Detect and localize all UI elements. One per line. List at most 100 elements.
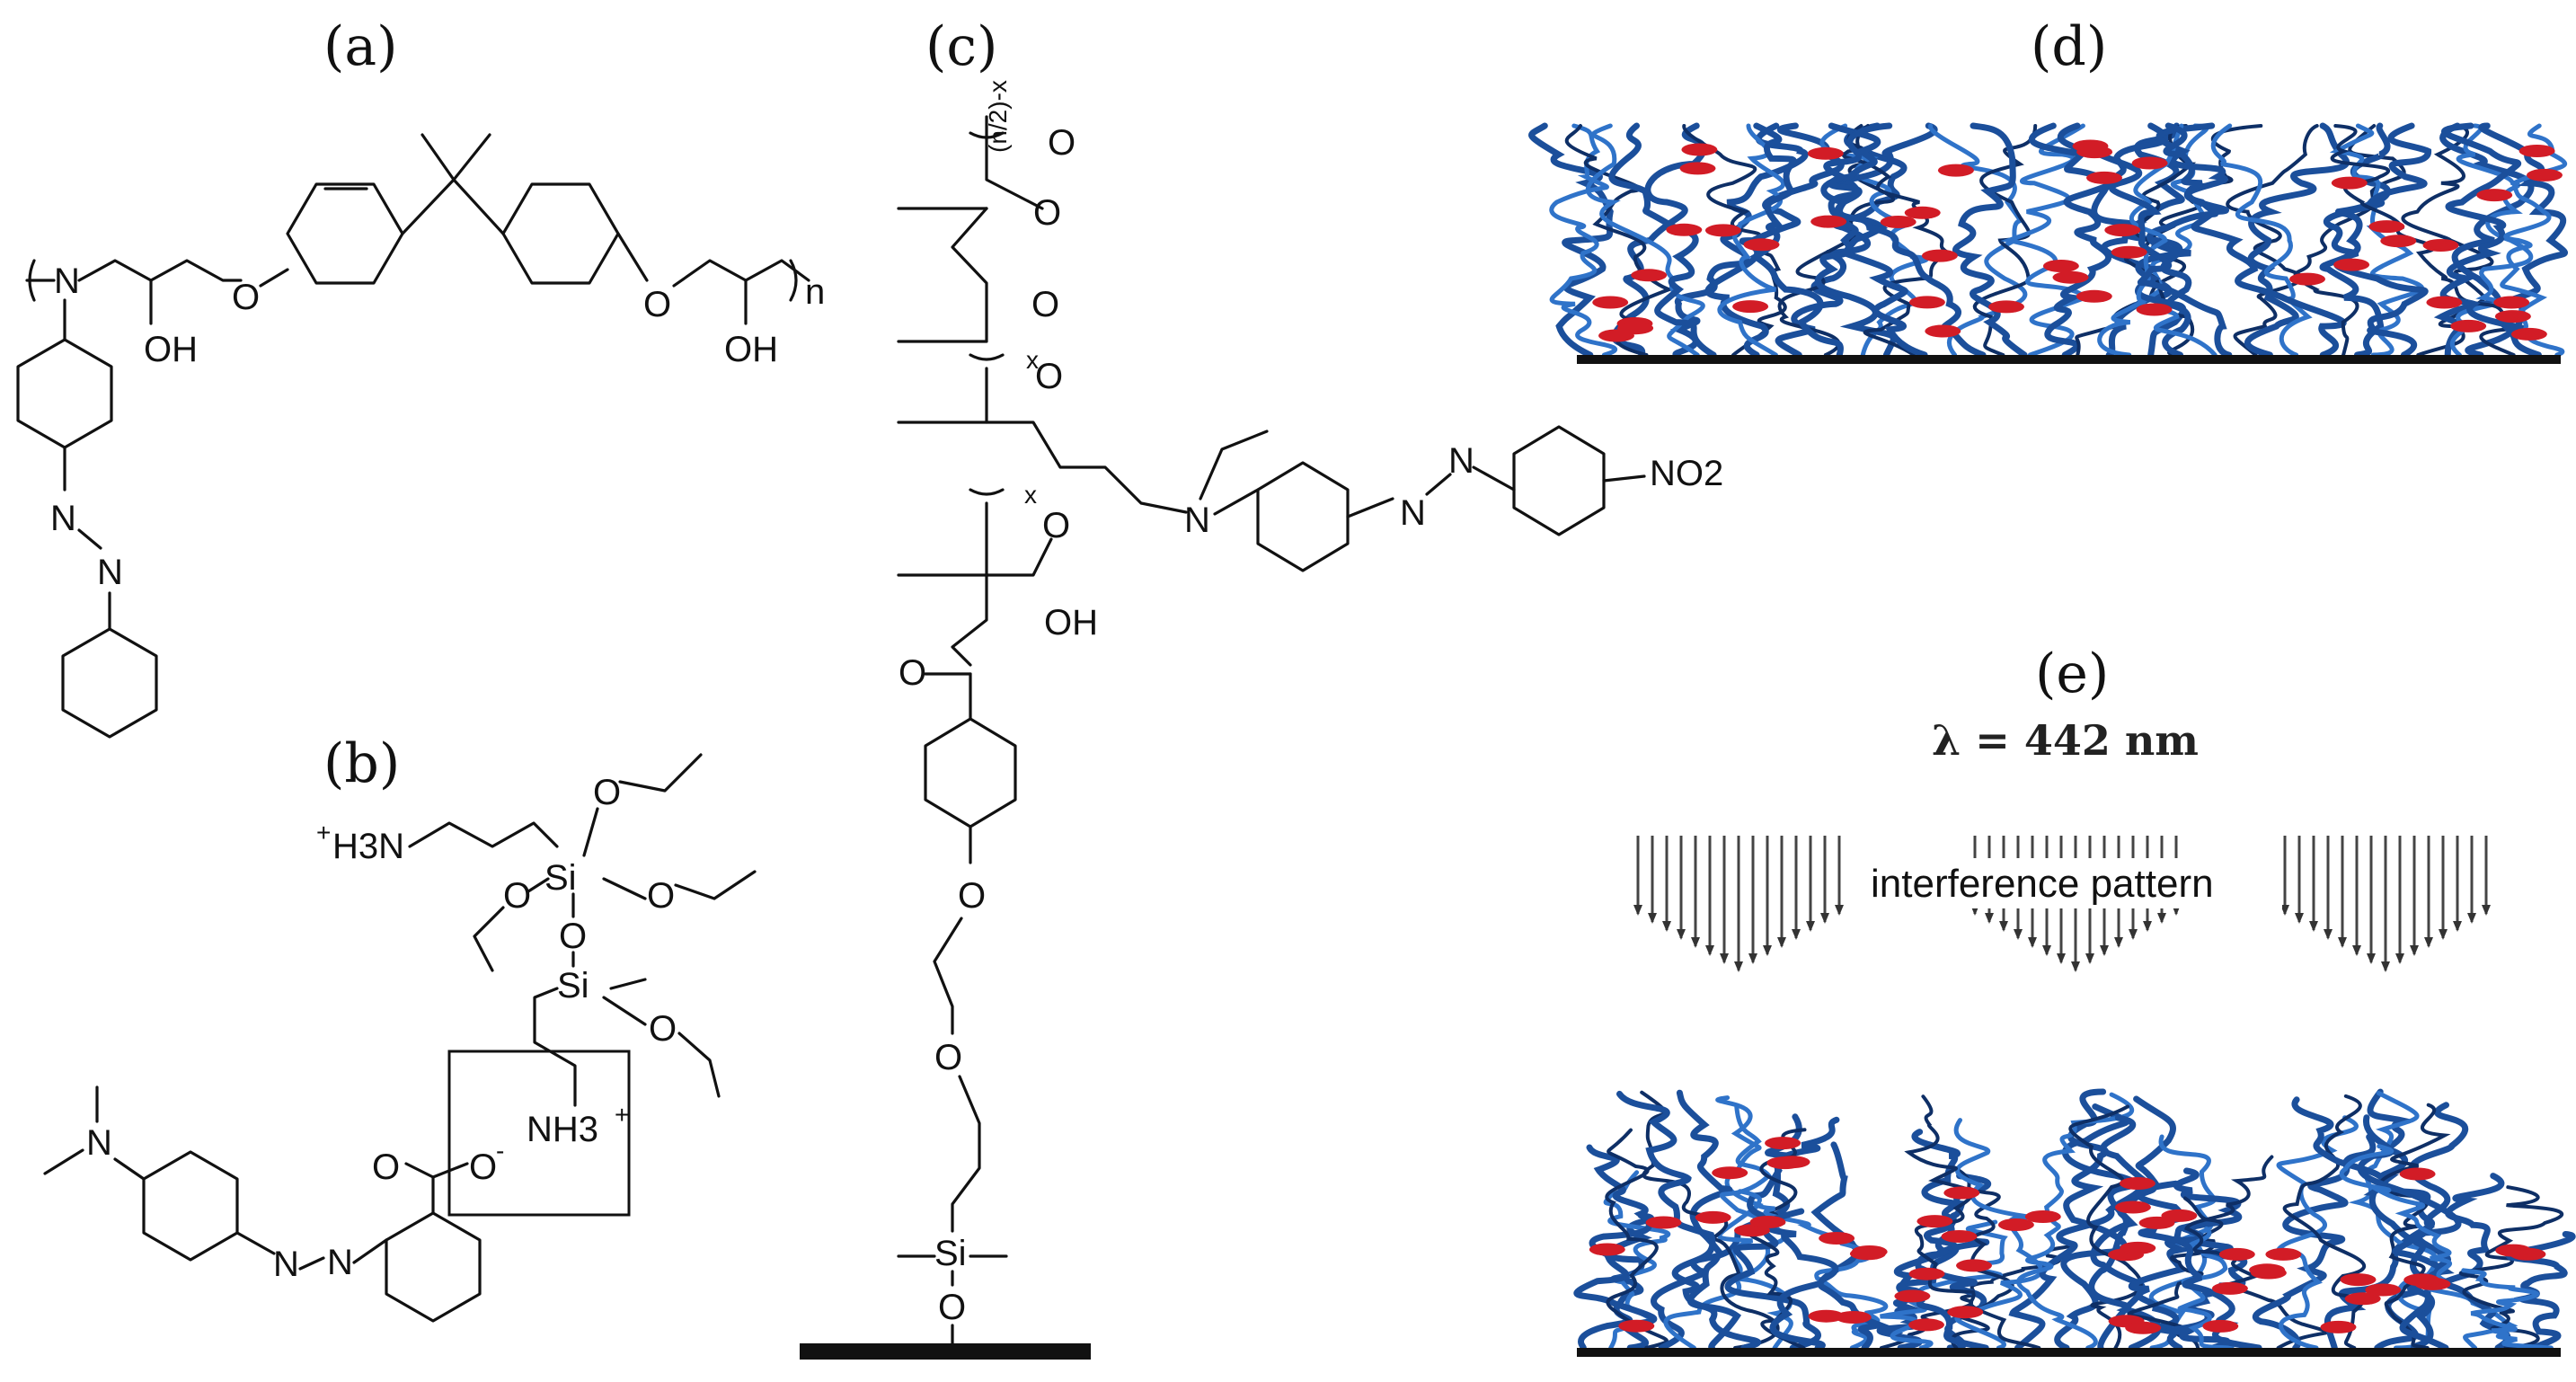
ray-arrowhead <box>2295 913 2304 924</box>
polymer-chain <box>1749 122 1844 359</box>
bond <box>1602 474 1646 483</box>
azo-dye <box>2518 145 2555 157</box>
panel-b-structure: + H3N Si O O O O Si O NH3 + N N N <box>43 753 757 1323</box>
polymer-chain <box>1893 1129 1989 1351</box>
atom-o9-c: O <box>938 1288 966 1327</box>
ray-arrowhead <box>2071 961 2080 972</box>
phenyl-c2 <box>1512 425 1606 536</box>
bond <box>420 133 456 182</box>
bond <box>298 1256 325 1271</box>
azo-dye <box>2114 1200 2151 1214</box>
atom-n-azo1: N <box>50 499 76 538</box>
azo-dye <box>1712 1166 1748 1180</box>
bond <box>582 807 599 857</box>
azo-dye <box>1617 322 1654 335</box>
azo-dyes-e <box>1589 1137 2546 1334</box>
polymer-chain <box>1842 124 1953 357</box>
azo-dye <box>2125 1321 2162 1334</box>
azo-dye <box>2211 1281 2248 1295</box>
atom-h3n: H3N <box>332 827 404 866</box>
phenyl-1 <box>286 182 404 285</box>
phenyl-b2 <box>385 1211 482 1323</box>
panel-e-illustration: λ = 442 nm interference pattern <box>1573 716 2576 1357</box>
azo-dye <box>2086 171 2122 184</box>
azo-dye <box>2104 224 2141 237</box>
atom-si1: Si <box>544 858 577 898</box>
azo-dye <box>2476 189 2513 202</box>
subscript-top: (n/2)-x <box>984 80 1012 153</box>
ethyl-e <box>677 1032 721 1098</box>
polymer-chain <box>2433 122 2535 359</box>
bond <box>897 501 988 577</box>
azo-dye <box>2380 235 2417 248</box>
azo-dye <box>2250 1266 2287 1280</box>
ray-arrowhead <box>1792 929 1801 940</box>
phenyl-4 <box>61 627 158 739</box>
atom-o7-c: O <box>958 876 986 916</box>
atom-o2: O <box>643 285 671 324</box>
bond <box>602 996 647 1026</box>
phenyl-c1 <box>1256 461 1350 572</box>
ray-arrowhead <box>1835 905 1844 916</box>
ray-arrowhead <box>2482 905 2491 916</box>
ray-arrowhead <box>2395 953 2404 964</box>
polymer-chain <box>1605 1128 1669 1350</box>
atom-n-azo2: N <box>97 553 123 592</box>
azo-dye <box>1937 164 1974 177</box>
atom-no2: NO2 <box>1650 454 1723 493</box>
azo-dye <box>1810 215 1847 228</box>
azo-dye <box>1704 224 1741 237</box>
azo-dye <box>1908 1267 1945 1280</box>
atom-o3-c: O <box>1031 285 1059 324</box>
ray-arrowhead <box>1806 921 1815 932</box>
interference-label: interference pattern <box>1871 862 2214 906</box>
ethyl-a <box>618 753 703 793</box>
ray-arrowhead <box>1999 921 2008 932</box>
ethyl-b <box>473 906 505 972</box>
atom-n-dimethyl: N <box>86 1123 112 1163</box>
bond <box>1213 488 1260 516</box>
polymer-chain <box>2439 122 2542 359</box>
peg-2 <box>951 1075 981 1233</box>
bond <box>404 1162 435 1179</box>
polymer-chain <box>2324 122 2432 359</box>
azo-dye <box>1695 1210 1731 1224</box>
polymer-chain <box>1952 122 2028 359</box>
azo-dye <box>2289 272 2325 286</box>
atom-o-c: O <box>559 917 587 956</box>
bracket-x2 <box>969 488 1005 496</box>
backbone-a2 <box>672 259 810 288</box>
ray-arrowhead <box>2157 913 2166 924</box>
panel-label-c: (c) <box>925 15 997 78</box>
panel-c-structure: (n/2)-x O O O x O N N N NO2 x O OH O <box>800 80 1723 1360</box>
azo-dye <box>1921 249 1958 262</box>
azo-dye <box>1917 1215 1953 1228</box>
azo-dye <box>2495 1244 2532 1257</box>
polymer-chain <box>1640 1090 1780 1350</box>
polymer-chain <box>2291 1096 2436 1351</box>
bond <box>1425 473 1452 496</box>
polymer-chain <box>2068 1104 2143 1350</box>
azo-dye <box>1749 1216 1786 1228</box>
atom-si-c: Si <box>934 1234 967 1273</box>
polymer-chain <box>2441 1173 2511 1351</box>
polymer-chain <box>1549 123 1617 358</box>
polymer-chain <box>2252 1133 2377 1351</box>
atom-o-d: O <box>647 876 675 916</box>
bond <box>401 178 456 235</box>
plus-h3n: + <box>316 819 331 846</box>
ray-arrowhead <box>1648 913 1657 924</box>
azo-dye <box>1765 1137 1801 1150</box>
bond <box>951 573 988 667</box>
bond <box>259 268 289 288</box>
azo-dye <box>2450 319 2487 332</box>
polymer-chain <box>2088 1114 2162 1351</box>
bond <box>235 1231 276 1255</box>
ray-arrowhead <box>1777 937 1786 948</box>
propyl-c <box>985 421 1188 514</box>
polymer-chain <box>1763 1208 1892 1351</box>
polymer-chain <box>2244 122 2350 359</box>
polymer-chain <box>2319 122 2392 359</box>
polymer-chain <box>2135 122 2228 359</box>
